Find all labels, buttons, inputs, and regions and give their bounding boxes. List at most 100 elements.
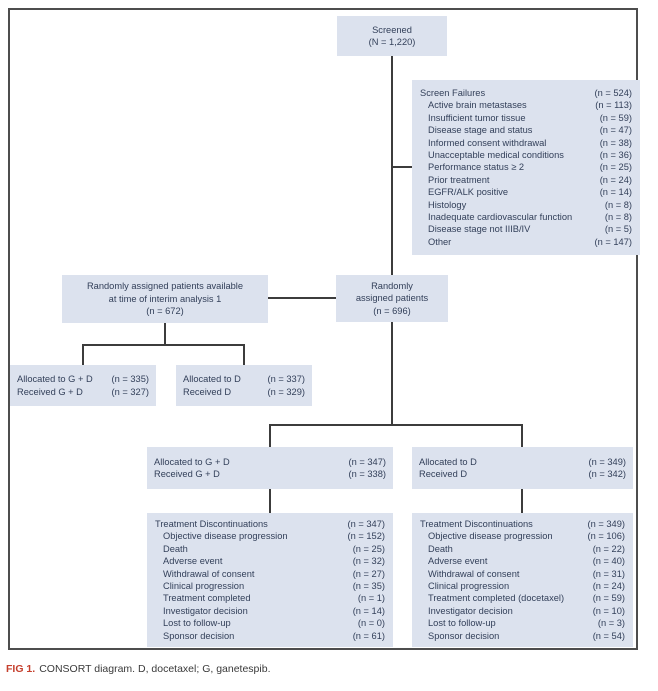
row-label: Allocated to D xyxy=(419,456,477,467)
discontinuations-gd-box: Treatment Discontinuations (n = 347) Obj… xyxy=(147,513,393,647)
row-count: (n = 327) xyxy=(111,386,149,397)
discontinuation-item: Withdrawal of consent (n = 31) xyxy=(420,568,625,580)
connector-interim-left-drop xyxy=(82,344,84,365)
discontinuation-item: Withdrawal of consent(n = 27) xyxy=(155,568,385,580)
row-count: (n = 25) xyxy=(352,543,385,554)
row-label: Informed consent withdrawal xyxy=(428,137,547,148)
interim-count: (n = 672) xyxy=(146,306,184,317)
row-count: (n = 31) xyxy=(592,568,625,579)
row-count: (n = 349) xyxy=(587,519,625,529)
row-count: (n = 54) xyxy=(592,630,625,641)
row-count: (n = 147) xyxy=(594,236,632,247)
screen-failure-item: Disease stage and status(n = 47) xyxy=(420,124,632,136)
row-count: (n = 106) xyxy=(587,531,625,542)
screen-failure-item: Informed consent withdrawal(n = 38) xyxy=(420,137,632,149)
row-count: (n = 61) xyxy=(352,630,385,641)
discontinuation-item: Death(n = 25) xyxy=(155,543,385,555)
row-label: Inadequate cardiovascular function xyxy=(428,212,573,223)
connector-alloc-d-drop xyxy=(521,424,523,447)
connector-to-screen-failures xyxy=(391,166,412,168)
connector-gd-to-discontinuations xyxy=(269,489,271,513)
screen-failure-item: Prior treatment(n = 24) xyxy=(420,174,632,186)
randomized-line: assigned patients xyxy=(355,293,429,304)
row-label: EGFR/ALK positive xyxy=(428,187,509,198)
row-count: (n = 5) xyxy=(604,224,632,235)
interim-line: at time of interim analysis 1 xyxy=(108,293,222,304)
alloc-row: Allocated to G + D (n = 335) xyxy=(17,373,149,385)
row-count: (n = 35) xyxy=(352,581,385,592)
row-label: Objective disease progression xyxy=(163,531,288,542)
row-label: Lost to follow-up xyxy=(163,618,231,629)
discontinuation-item: Objective disease progression(n = 106) xyxy=(420,530,625,542)
row-label: Performance status ≥ 2 xyxy=(428,162,525,173)
discontinuation-item: Objective disease progression (n = 152) xyxy=(155,530,385,542)
alloc-row: Allocated to G + D(n = 347) xyxy=(154,456,386,468)
row-count: (n = 47) xyxy=(599,125,632,136)
screen-failure-item: Insufficient tumor tissue(n = 59) xyxy=(420,112,632,124)
row-label: Screen Failures xyxy=(420,88,486,98)
connector-interim-split xyxy=(82,344,245,346)
row-count: (n = 25) xyxy=(599,162,632,173)
alloc-gd-box: Allocated to G + D(n = 347) Received G +… xyxy=(147,447,393,489)
screened-box: Screened (N = 1,220) xyxy=(337,16,447,56)
row-count: (n = 59) xyxy=(592,593,625,604)
row-count: (n = 10) xyxy=(592,605,625,616)
discontinuation-item: Treatment completed (docetaxel)(n = 59) xyxy=(420,592,625,604)
row-count: (n = 0) xyxy=(357,618,385,629)
alloc-row: Received D(n = 329) xyxy=(183,386,305,398)
discontinuation-item: Investigator decision(n = 14) xyxy=(155,605,385,617)
alloc-row: Allocated to D(n = 349) xyxy=(419,456,626,468)
row-count: (n = 1) xyxy=(357,593,385,604)
row-label: Death xyxy=(428,543,453,554)
row-count: (n = 152) xyxy=(347,531,385,542)
row-count: (n = 24) xyxy=(592,581,625,592)
screen-failure-item: Other(n = 147) xyxy=(420,236,632,248)
row-label: Received G + D xyxy=(154,469,220,479)
screen-failure-item: Disease stage not IIIB/IV (n = 5) xyxy=(420,223,632,235)
row-count: (n = 329) xyxy=(267,386,305,397)
figure-number: FIG 1. xyxy=(6,663,36,675)
screen-failure-item: Inadequate cardiovascular function (n = 8… xyxy=(420,211,632,223)
row-label: Received G + D xyxy=(17,386,83,397)
row-label: Investigator decision xyxy=(428,605,513,616)
screen-failure-item: Histology(n = 8) xyxy=(420,199,632,211)
discontinuation-item: Clinical progression (n = 35) xyxy=(155,580,385,592)
interim-analysis-box: Randomly assigned patients available at … xyxy=(62,275,268,323)
discontinuation-item: Adverse event(n = 32) xyxy=(155,555,385,567)
discontinuation-item: Clinical progression (n = 24) xyxy=(420,580,625,592)
row-label: Clinical progression xyxy=(428,581,510,592)
screen-failure-item: Performance status ≥ 2 (n = 25) xyxy=(420,161,632,173)
discontinuations-d-box: Treatment Discontinuations (n = 349) Obj… xyxy=(412,513,633,647)
row-count: (n = 338) xyxy=(348,469,386,479)
connector-screened-to-randomized xyxy=(391,56,393,275)
row-count: (n = 14) xyxy=(352,605,385,616)
row-count: (n = 22) xyxy=(592,543,625,554)
row-label: Withdrawal of consent xyxy=(428,568,520,579)
connector-randomized-split xyxy=(269,424,523,426)
alloc-row: Received G + D (n = 327) xyxy=(17,386,149,398)
connector-alloc-gd-drop xyxy=(269,424,271,447)
row-count: (n = 524) xyxy=(594,88,632,98)
interim-line: Randomly assigned patients available xyxy=(86,281,244,292)
row-count: (n = 8) xyxy=(604,212,632,223)
interim-alloc-gd-box: Allocated to G + D (n = 335) Received G +… xyxy=(10,365,156,406)
screened-count: (N = 1,220) xyxy=(368,37,416,47)
row-label: Clinical progression xyxy=(163,581,245,592)
randomized-box: Randomly assigned patients (n = 696) xyxy=(336,275,448,322)
row-label: Sponsor decision xyxy=(163,630,235,641)
row-label: Allocated to G + D xyxy=(154,456,230,467)
row-count: (n = 32) xyxy=(352,556,385,567)
discontinuation-item: Treatment completed(n = 1) xyxy=(155,592,385,604)
row-label: Allocated to G + D xyxy=(17,374,93,385)
row-count: (n = 335) xyxy=(111,374,149,385)
row-label: Unacceptable medical conditions xyxy=(428,150,564,161)
row-label: Disease stage not IIIB/IV xyxy=(428,224,531,235)
connector-interim-down xyxy=(164,323,166,346)
alloc-row: Received G + D (n = 338) xyxy=(154,468,386,480)
screen-failures-header: Screen Failures (n = 524) xyxy=(420,87,632,99)
row-label: Treatment Discontinuations xyxy=(155,519,268,529)
alloc-d-box: Allocated to D(n = 349) Received D(n = 3… xyxy=(412,447,633,489)
row-label: Sponsor decision xyxy=(428,630,500,641)
discontinuation-item: Death (n = 22) xyxy=(420,543,625,555)
